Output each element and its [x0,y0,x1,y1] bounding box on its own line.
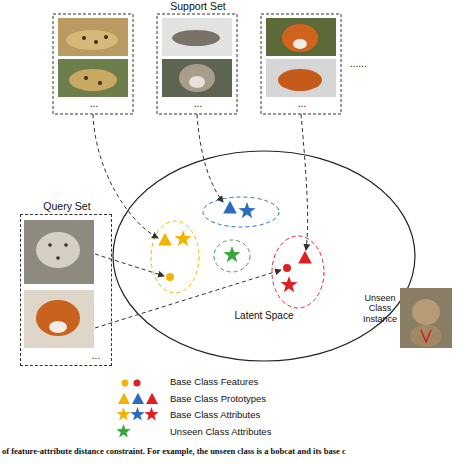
support-column [157,14,237,114]
leopard-spot [84,76,88,80]
column-frame [157,14,237,114]
legend-star [116,424,130,438]
wolf-muzzle [189,76,205,88]
attribute-star [223,246,240,262]
snow-leopard-photo [24,220,94,284]
legend-text: Base Class Prototypes [170,394,370,405]
wolf-head [179,64,215,92]
legend-text: Base Class Features [170,377,370,388]
wolf-photo [162,18,232,56]
cluster-group [151,197,324,308]
ellipsis-mark: ... [188,98,208,110]
leader-arrow [95,270,281,328]
yellow-cluster [151,221,199,293]
fox-head [36,300,80,336]
feature-dot [166,273,174,281]
ellipsis-mark: ... [292,98,312,110]
snow-leopard-spot [64,243,68,247]
bobcat-body [410,325,442,347]
leader-arrows [93,114,308,328]
column-frame [53,14,133,114]
leopard-spot [82,36,86,40]
legend-text: Base Class Attributes [170,410,370,421]
leopard-photo [58,59,128,97]
latent-space-ellipse: Latent Space [112,150,416,362]
bobcat-background [400,288,452,348]
ellipse-outline [112,150,416,362]
snow-leopard-head [36,232,80,268]
fox-body [278,69,322,91]
attribute-star [280,276,297,292]
leopard-spot [94,40,98,44]
leopard-photo [58,18,128,56]
prototype-triangle [298,251,312,264]
snow-leopard-spot [56,256,60,260]
leader-arrow [93,114,158,238]
query-set-box: Query Set [20,214,112,366]
legend-dot [134,380,141,387]
green-cluster [214,240,250,272]
wolf-photo [162,59,232,97]
bobcat-head [412,299,440,325]
fox-photo [266,18,336,56]
attribute-star [238,202,255,218]
legend-star [116,407,130,421]
legend-triangle [118,393,130,404]
feature-dot [283,264,291,272]
support-column [53,14,133,114]
wolf-body [172,30,220,46]
legend-triangle [132,393,144,404]
blue-cluster [203,197,279,227]
legend-triangle [146,393,158,404]
ellipsis-mark: ...... [350,58,380,70]
legend-samples [116,380,158,438]
fox-photo [24,290,94,348]
ellipsis-mark: ... [84,98,104,110]
instance-label: Unseen Class Instance [360,293,400,324]
leader-arrow [197,114,223,202]
figure-caption: of feature-attribute distance constraint… [2,447,472,457]
bobcat-marker [421,330,431,342]
ellipse-shape [113,151,415,361]
node-heading: Query Set [17,200,117,212]
snow-leopard-spot [48,243,52,247]
query-images [24,220,94,348]
attribute-star [174,230,191,246]
fox-photo [266,59,336,97]
legend-text: Unseen Class Attributes [170,427,370,438]
fox-muzzle [49,321,67,333]
leopard-spot [98,81,102,85]
fox-head [282,24,318,52]
legend-star [144,407,158,421]
prototype-triangle [158,233,172,246]
leader-arrow [95,254,164,276]
leopard-spot [104,35,108,39]
ellipsis-mark: ... [86,350,106,362]
leopard-body [69,69,117,91]
support-column [261,14,341,114]
legend-star [130,407,144,421]
legend-dot [122,380,129,387]
bobcat-photo [400,288,452,348]
prototype-triangle [223,201,237,214]
column-frame [261,14,341,114]
leader-arrow [301,114,308,250]
node-heading: Support Set [50,0,346,12]
red-cluster [272,236,324,308]
leopard-body [66,30,118,50]
fox-muzzle [293,39,307,49]
